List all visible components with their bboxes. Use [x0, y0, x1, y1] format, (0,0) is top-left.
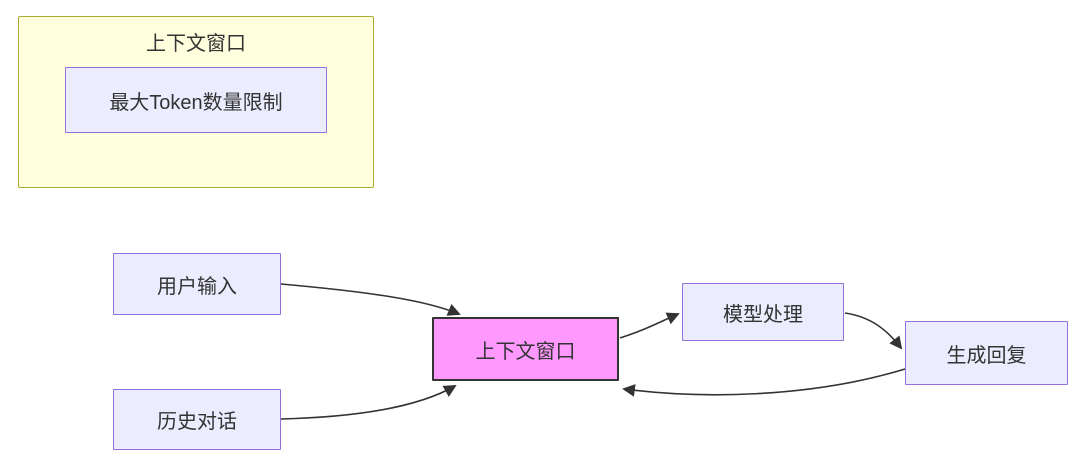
subgraph-title: 上下文窗口: [146, 33, 246, 55]
node-max-token-limit-label: 最大Token数量限制: [109, 91, 283, 114]
node-max-token-limit: 最大Token数量限制: [65, 67, 327, 133]
node-model-processing-label: 模型处理: [723, 303, 803, 326]
node-history-dialog: 历史对话: [113, 389, 281, 450]
node-generate-reply-label: 生成回复: [946, 344, 1027, 367]
node-history-dialog-label: 历史对话: [157, 411, 237, 433]
node-generate-reply: 生成回复: [905, 321, 1068, 385]
edge-context-window-to-model-processing: [619, 312, 680, 339]
subgraph-context-window: 上下文窗口 最大Token数量限制: [18, 16, 374, 188]
node-context-window-label: 上下文窗口: [475, 340, 576, 363]
edge-user-input-to-context-window: [280, 283, 461, 316]
node-user-input-label: 用户输入: [157, 275, 237, 298]
node-context-window: 上下文窗口: [432, 317, 619, 381]
edge-model-processing-to-generate-reply: [844, 312, 903, 350]
node-model-processing: 模型处理: [682, 283, 844, 341]
edge-history-dialog-to-context-window: [280, 385, 457, 420]
node-user-input: 用户输入: [113, 253, 281, 315]
edge-generate-reply-to-context-window: [622, 368, 906, 397]
